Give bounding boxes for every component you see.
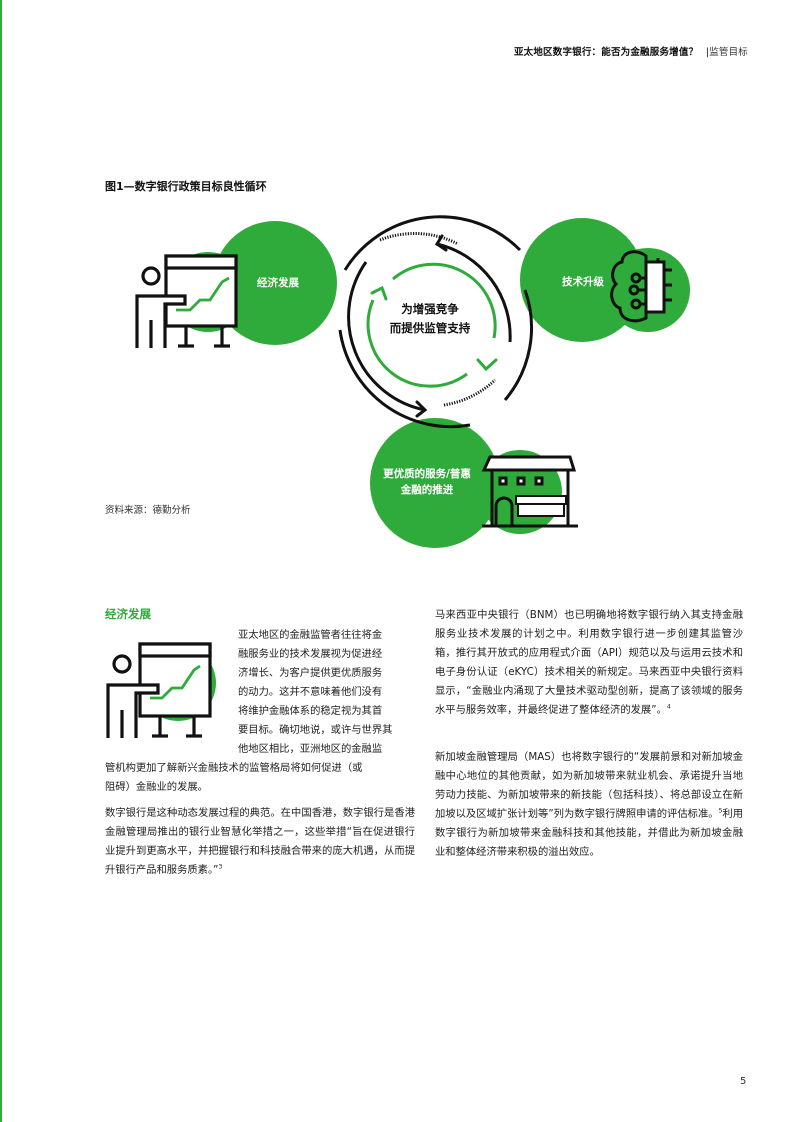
node-label-better-service: 更优质的服务/普惠 金融的推进 (383, 468, 471, 496)
section-icon-presenter (100, 628, 220, 748)
figure-title: 图1—数字银行政策目标良性循环 (105, 180, 267, 193)
presenter-chart-icon (135, 254, 238, 348)
header-section: 监管目标 (709, 47, 748, 58)
node-label-tech-upgrade: 技术升级 (562, 276, 604, 288)
running-header: 亚太地区数字银行：能否为金融服务增值？ |监管目标 (514, 44, 748, 58)
cycle-center-label: 为增强竞争 而提供监管支持 (389, 302, 471, 335)
inner-green-cycle (366, 262, 498, 388)
header-title: 亚太地区数字银行：能否为金融服务增值？ (513, 47, 699, 58)
outer-cycle-ring (338, 215, 533, 429)
storefront-icon (481, 455, 578, 528)
page-number: 5 (740, 1076, 747, 1087)
left-accent-rule (0, 0, 2, 1122)
section-heading: 经济发展 (105, 607, 151, 621)
node-label-economic-growth: 经济发展 (257, 277, 299, 289)
right-para-1: 马来西亚中央银行（BNM）也已明确地将数字银行纳入其支持金融服务业技术发展的计划… (435, 609, 743, 716)
left-para-2: 数字银行是这种动态发展过程的典范。在中国香港，数字银行是香港金融管理局推出的银行… (105, 807, 415, 876)
footnote-ref-5[interactable]: 5 (718, 807, 723, 815)
footnote-ref-3[interactable]: 3 (218, 863, 223, 871)
left-para-1-full-width: 管机构更加了解新兴金融技术的监管格局将如何促进（或 阻碍）金融业的发展。 (105, 762, 363, 793)
footnote-ref-4[interactable]: 4 (666, 703, 671, 711)
green-blobs (168, 218, 690, 548)
header-separator: | (705, 47, 710, 58)
black-arrowheads (415, 234, 448, 418)
figure-source: 资料来源：德勤分析 (105, 505, 191, 516)
brain-chip-icon (610, 250, 672, 323)
left-para-1-wrap: 亚太地区的金融监管者往往将金 融服务业的技术发展视为促进经 济增长、为客户提供更… (238, 629, 393, 755)
right-para-2: 新加坡金融管理局（MAS）也将数字银行的“发展前景和对新加坡金融中心地位的其他贡… (435, 751, 743, 858)
